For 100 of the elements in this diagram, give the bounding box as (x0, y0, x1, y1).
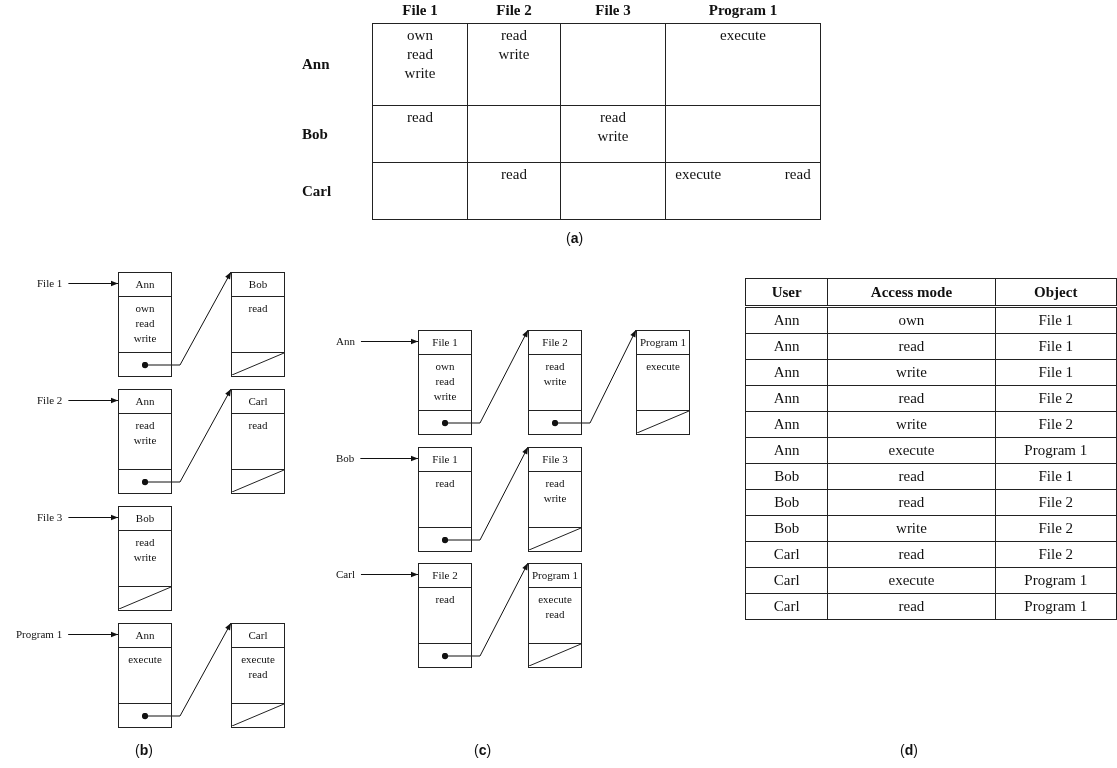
table-cell: File 2 (995, 411, 1117, 438)
table-cell: read (827, 333, 996, 360)
cell-header: Ann (119, 273, 171, 297)
table-cell: write (827, 359, 996, 386)
table-cell: File 1 (995, 333, 1117, 360)
list-cell (528, 447, 582, 552)
table-cell: write (827, 411, 996, 438)
access-rights-text: read (434, 476, 456, 491)
cell-header: Bob (232, 273, 284, 297)
list-head-label: File 2 (37, 389, 63, 412)
list-head-label: Ann (336, 330, 355, 353)
list-cell (418, 447, 472, 552)
row-header: Bob (300, 105, 373, 163)
cell-header: File 1 (419, 448, 471, 472)
arrow (67, 280, 119, 287)
matrix-cell: execute (665, 23, 821, 106)
row-header: Ann (300, 23, 373, 106)
table-cell: Ann (745, 411, 828, 438)
table-cell: Ann (745, 437, 828, 464)
list-head-label: Carl (336, 563, 355, 586)
list-head-label: File 1 (37, 272, 63, 295)
arrow (67, 514, 119, 521)
list-cell (636, 330, 690, 435)
matrix-cell: execute read (665, 162, 821, 220)
table-cell: File 2 (995, 489, 1117, 516)
cell-header: Ann (119, 624, 171, 648)
table-cell: File 1 (995, 306, 1117, 334)
column-header: File 3 (560, 2, 666, 24)
table-cell: Bob (745, 463, 828, 490)
column-header: File 1 (372, 2, 468, 24)
table-cell: execute (827, 437, 996, 464)
pointer-arrow (441, 329, 529, 427)
cell-header: Carl (232, 390, 284, 414)
table-cell: File 2 (995, 385, 1117, 412)
list-cell (118, 272, 172, 377)
table-cell: Bob (745, 489, 828, 516)
pointer-arrow (141, 271, 232, 369)
column-header: Access mode (827, 278, 996, 307)
matrix-cell: read write (560, 105, 666, 163)
table-cell: File 1 (995, 359, 1117, 386)
list-cell (118, 389, 172, 494)
list-head-label: File 3 (37, 506, 63, 529)
access-rights-text: read (434, 592, 456, 607)
cell-header: File 1 (419, 331, 471, 355)
list-cell (231, 272, 285, 377)
table-cell: read (827, 489, 996, 516)
table-cell: Ann (745, 359, 828, 386)
cell-header: File 3 (529, 448, 581, 472)
access-rights-text: own read write (432, 359, 458, 404)
table-cell: Program 1 (995, 567, 1117, 594)
matrix-cell: own read write (372, 23, 468, 106)
access-rights-text: read write (542, 359, 568, 389)
matrix-cell: read (372, 105, 468, 163)
cell-header: Bob (119, 507, 171, 531)
table-cell: Bob (745, 515, 828, 542)
table-cell: File 2 (995, 515, 1117, 542)
pointer-arrow (141, 622, 232, 720)
access-rights-text: read write (132, 418, 158, 448)
table-cell: Carl (745, 541, 828, 568)
access-rights-text: execute read (240, 652, 276, 682)
column-header: File 2 (467, 2, 561, 24)
table-cell: Carl (745, 593, 828, 620)
list-cell (418, 330, 472, 435)
access-rights-text: read write (132, 535, 158, 565)
access-rights-text: read write (542, 476, 568, 506)
arrow (360, 571, 419, 578)
table-cell: read (827, 385, 996, 412)
list-cell (528, 330, 582, 435)
cell-header: File 2 (419, 564, 471, 588)
arrow (67, 397, 119, 404)
arrow (359, 455, 419, 462)
column-header: User (745, 278, 828, 307)
table-cell: read (827, 541, 996, 568)
figure-caption: (c) (474, 742, 492, 758)
cell-header: Program 1 (637, 331, 689, 355)
cell-header: Program 1 (529, 564, 581, 588)
table-cell: Ann (745, 306, 828, 334)
arrow (360, 338, 419, 345)
table-cell: File 2 (995, 541, 1117, 568)
list-cell (418, 563, 472, 668)
figure-caption: (a) (566, 230, 584, 246)
pointer-arrow (551, 329, 637, 427)
cell-header: Ann (119, 390, 171, 414)
figure-caption: (d) (900, 742, 918, 758)
list-head-label: Program 1 (16, 623, 63, 646)
matrix-cell: read (467, 162, 561, 220)
table-cell: write (827, 515, 996, 542)
cell-header: Carl (232, 624, 284, 648)
pointer-arrow (441, 446, 529, 544)
access-rights-text: read (247, 301, 269, 316)
table-cell: Program 1 (995, 437, 1117, 464)
list-cell (528, 563, 582, 668)
row-header: Carl (300, 162, 373, 220)
list-cell (231, 389, 285, 494)
list-cell (118, 506, 172, 611)
access-rights-text: execute (645, 359, 681, 374)
access-rights-text: read (247, 418, 269, 433)
table-cell: own (827, 306, 996, 334)
column-header: Program 1 (665, 2, 821, 24)
table-cell: Carl (745, 567, 828, 594)
